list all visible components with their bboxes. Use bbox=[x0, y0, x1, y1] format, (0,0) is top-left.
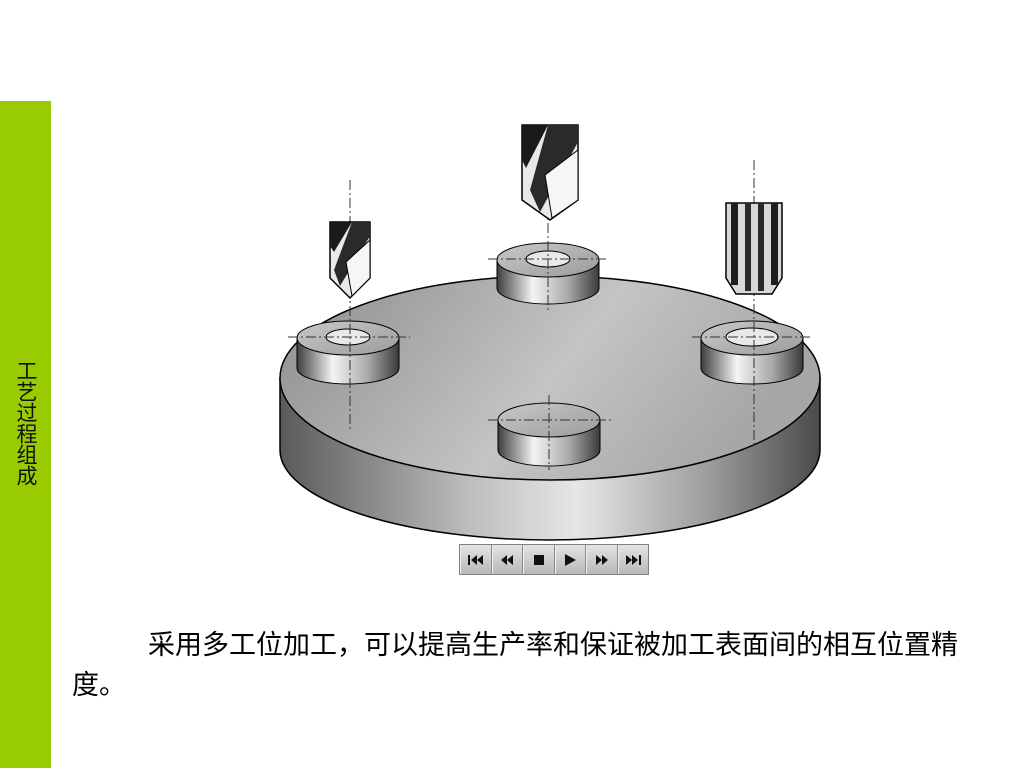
rewind-button[interactable] bbox=[491, 545, 523, 574]
fast-forward-icon bbox=[595, 554, 608, 565]
skip-to-start-icon bbox=[467, 554, 483, 565]
caption-text: 采用多工位加工，可以提高生产率和保证被加工表面间的相互位置精度。 bbox=[72, 630, 958, 701]
fast-forward-button[interactable] bbox=[586, 545, 618, 574]
twist-drill-center-icon bbox=[521, 124, 579, 221]
side-bar bbox=[0, 101, 51, 768]
side-title: 工艺过程组成 bbox=[14, 360, 38, 486]
workpiece-left bbox=[296, 320, 400, 385]
rewind-icon bbox=[501, 554, 514, 565]
skip-to-end-icon bbox=[626, 554, 642, 565]
skip-to-end-button[interactable] bbox=[617, 545, 648, 574]
stop-icon bbox=[533, 554, 544, 565]
play-button[interactable] bbox=[554, 545, 586, 574]
stop-button[interactable] bbox=[523, 545, 555, 574]
reamer-right-icon bbox=[725, 202, 783, 295]
workpiece-right bbox=[700, 320, 804, 385]
play-icon bbox=[565, 553, 577, 566]
skip-to-start-button[interactable] bbox=[460, 545, 492, 574]
twist-drill-left-icon bbox=[329, 221, 371, 300]
playback-controls bbox=[459, 544, 649, 575]
multi-station-machining-illustration bbox=[279, 124, 821, 541]
